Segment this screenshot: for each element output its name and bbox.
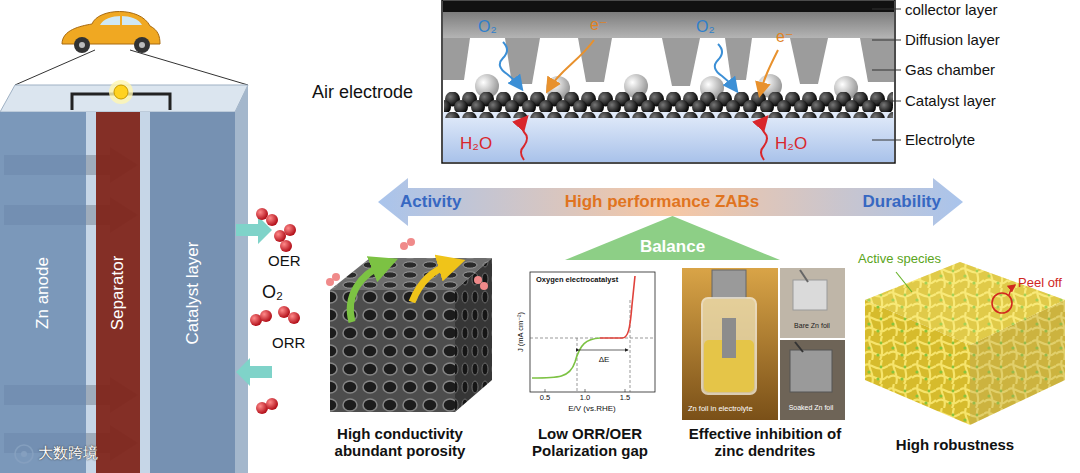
layer-label: Catalyst layer [905,92,996,109]
polarization-chart [530,272,655,392]
photo-caption: Bare Zn foil [794,322,830,330]
band-text: Activity [400,192,461,212]
layer-name: Zn anode [33,257,53,329]
species-label: e⁻ [590,16,607,34]
species-label: O₂ [696,18,715,36]
species-label: H₂O [775,134,807,154]
layer-name: Separator [108,255,128,330]
band-text: High performance ZABs [565,192,760,212]
chart-title: Oxygen electrocatalyst [536,276,618,285]
car-icon [15,12,248,86]
part-label: Air electrode [312,82,413,103]
layer-name: Catalyst layer [183,241,203,344]
band-text: Durability [863,192,941,212]
porous-foam [326,238,492,412]
species-label: e⁻ [776,28,793,46]
photo-caption: Soaked Zn foil [789,404,834,412]
layer-label: collector layer [905,1,998,18]
panel-caption: Low ORR/OER Polarization gap [515,425,665,460]
tick-label: 1.0 [580,394,590,403]
layer-label: Diffusion layer [905,31,1000,48]
reaction-label: OER [268,252,301,269]
tick-label: 1.5 [620,394,630,403]
panel-caption: High robustness [896,436,1014,453]
species-label: H₂O [460,134,492,154]
catalyst-slab: Catalyst layer [150,112,235,473]
callout-label: Active species [858,252,941,267]
battery-body [0,80,300,473]
air-electrode-section [442,0,901,163]
species-label: O₂ [478,18,497,36]
separator-slab: Separator [96,112,140,473]
catalyst-network [865,262,1065,425]
anode-slab: Zn anode [0,112,86,473]
axis-label: E/V (vs.RHE) [568,404,616,413]
balance-text: Balance [640,237,705,257]
delta-label: ΔE [599,355,610,364]
layer-label: Electrolyte [905,131,975,148]
reaction-label: ORR [272,334,305,351]
balance-triangle: Balance [565,216,780,260]
layer-label: Gas chamber [905,61,995,78]
axis-label: J (mA cm⁻²) [517,312,526,352]
callout-label: Peel off [1018,276,1062,291]
panel-caption: Effective inhibition of zinc dendrites [688,425,843,460]
tick-label: 0.5 [540,394,550,403]
species-label: O₂ [262,282,283,303]
photo-caption: Zn foil in electrolyte [688,405,753,414]
zinc-foil-photo [682,268,845,420]
panel-caption: High conductivity abundant porosity [313,425,488,460]
watermark: 大数跨境 [38,444,98,461]
